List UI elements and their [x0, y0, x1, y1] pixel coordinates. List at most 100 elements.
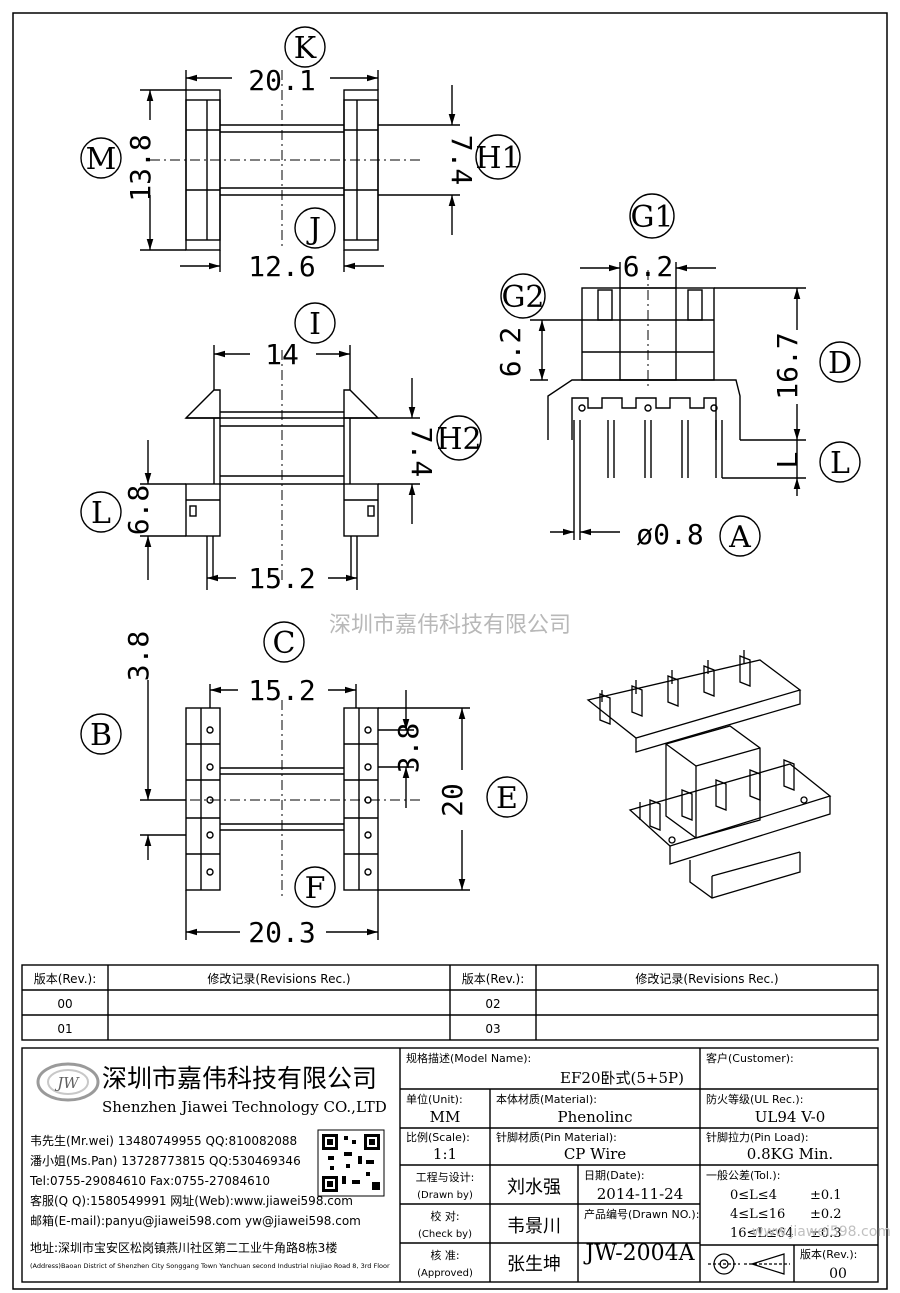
dim-top-height: 13.8	[124, 134, 157, 201]
sheet-border	[12, 12, 888, 1290]
svg-text:H1: H1	[475, 141, 520, 176]
svg-text:B: B	[90, 718, 112, 753]
tol-value-0: ±0.1	[810, 1188, 842, 1203]
svg-text:A: A	[728, 520, 751, 555]
tol-range-0: 0≤L≤4	[730, 1188, 777, 1203]
svg-text:D: D	[828, 346, 852, 381]
revision-table: 版本(Rev.): 修改记录(Revisions Rec.) 版本(Rev.):…	[21, 964, 879, 1041]
ul-value: UL94 V-0	[755, 1108, 826, 1126]
drawn-value: 刘水强	[507, 1177, 561, 1198]
callout-H1: H1	[475, 134, 521, 180]
unit-value: MM	[430, 1108, 461, 1126]
company-logo: JW	[36, 1062, 100, 1102]
callout-L-front: L	[80, 491, 122, 533]
tol-value-2: ±0.3	[810, 1226, 842, 1241]
contact-wei: 韦先生(Mr.wei) 13480749955 QQ:810082088	[30, 1134, 297, 1148]
pin-material-value: CP Wire	[564, 1145, 626, 1163]
rev-right-0: 02	[485, 997, 500, 1011]
company-name-en: Shenzhen Jiawei Technology CO.,LTD	[102, 1098, 387, 1116]
svg-text:J: J	[306, 212, 321, 247]
pin-load-label: 针脚拉力(Pin Load):	[706, 1130, 809, 1144]
callout-B: B	[80, 713, 122, 755]
isometric-view	[586, 650, 832, 899]
ul-label: 防火等级(UL Rec.):	[706, 1092, 803, 1106]
callout-C: C	[263, 621, 305, 663]
svg-text:G2: G2	[501, 280, 544, 315]
projection-symbol-icon	[708, 1253, 790, 1275]
drawn-no-value: JW-2004A	[583, 1241, 695, 1266]
drawn-no-label: 产品编号(Drawn NO.):	[584, 1207, 699, 1221]
rev-right-1: 03	[485, 1022, 500, 1036]
svg-text:L: L	[91, 496, 111, 531]
tol-range-1: 4≤L≤16	[730, 1207, 785, 1222]
material-value: Phenolinc	[558, 1108, 633, 1126]
check-value: 韦景川	[507, 1216, 561, 1237]
pin-material-label: 针脚材质(Pin Material):	[496, 1130, 617, 1144]
rev-left-1: 01	[57, 1022, 72, 1036]
dim-top-bottom: 12.6	[248, 250, 315, 283]
callout-H2: H2	[436, 415, 482, 461]
callout-F: F	[294, 866, 336, 908]
contact-qq: 客服(Q Q):1580549991 网址(Web):www.jiawei598…	[30, 1193, 353, 1208]
svg-text:F: F	[305, 871, 326, 906]
rev-header-left: 版本(Rev.):	[34, 972, 97, 986]
drawn-label-cn: 工程与设计:	[416, 1171, 475, 1184]
model-value: EF20卧式(5+5P)	[560, 1069, 684, 1087]
contact-email: 邮箱(E-mail):panyu@jiawei598.com yw@jiawei…	[30, 1213, 361, 1228]
footer-url: www.jiawei598.com	[752, 1224, 891, 1240]
svg-text:E: E	[496, 781, 518, 816]
date-label: 日期(Date):	[584, 1169, 645, 1182]
callout-G1: G1	[629, 193, 675, 239]
approve-label-cn: 核 准:	[430, 1248, 459, 1262]
dim-top-width: 20.1	[248, 64, 315, 97]
callouts: K M H1 J G1 G2 D L A I H2 L C B E F	[80, 26, 861, 908]
check-label-en: (Check by)	[418, 1229, 472, 1240]
front-view	[140, 345, 420, 590]
callout-A: A	[719, 515, 761, 557]
drawn-label-en: (Drawn by)	[417, 1190, 473, 1201]
callout-J: J	[294, 207, 336, 249]
top-view	[140, 70, 460, 272]
rev-label: 版本(Rev.):	[800, 1247, 857, 1261]
dim-front-top: 14	[265, 338, 299, 371]
dim-bot-pitch-right: 3.8	[392, 723, 425, 774]
scale-label: 比例(Scale):	[406, 1130, 470, 1144]
dim-side-height-right: 16.7	[771, 332, 804, 399]
svg-text:M: M	[86, 142, 117, 177]
dim-side-height-left: 6.2	[494, 327, 527, 378]
svg-text:H2: H2	[436, 422, 481, 457]
callout-M: M	[80, 137, 122, 179]
date-value: 2014-11-24	[597, 1185, 683, 1203]
dim-side-top: 6.2	[623, 250, 674, 283]
address-en: (Address)Baoan District of Shenzhen City…	[30, 1262, 390, 1270]
dim-bot-pitch-left: 3.8	[122, 631, 155, 682]
bottom-view	[140, 680, 470, 940]
svg-text:I: I	[309, 307, 321, 342]
tol-label: 一般公差(Tol.):	[706, 1168, 780, 1182]
rev-value: 00	[829, 1266, 847, 1282]
watermark-text: 深圳市嘉伟科技有限公司	[329, 613, 571, 638]
pin-load-value: 0.8KG Min.	[747, 1145, 833, 1163]
dim-bot-height: 20	[436, 783, 469, 817]
approve-label-en: (Approved)	[417, 1268, 473, 1279]
dim-front-pin-span: 15.2	[248, 562, 315, 595]
rec-header-right: 修改记录(Revisions Rec.)	[635, 971, 778, 986]
side-view	[530, 262, 806, 540]
model-label: 规格描述(Model Name):	[406, 1051, 531, 1065]
dim-bot-top: 15.2	[248, 674, 315, 707]
callout-D: D	[819, 341, 861, 383]
contact-pan: 潘小姐(Ms.Pan) 13728773815 QQ:530469346	[30, 1154, 301, 1168]
dim-top-inner: 7.4	[445, 135, 478, 186]
rec-header-left: 修改记录(Revisions Rec.)	[207, 971, 350, 986]
callout-K: K	[284, 26, 326, 68]
check-label-cn: 校 对:	[430, 1209, 459, 1223]
svg-text:L: L	[830, 446, 850, 481]
svg-text:G1: G1	[630, 200, 673, 235]
scale-value: 1:1	[433, 1145, 457, 1163]
svg-text:K: K	[294, 31, 317, 66]
company-name-cn: 深圳市嘉伟科技有限公司	[102, 1064, 377, 1093]
callout-E: E	[486, 776, 528, 818]
rev-header-right: 版本(Rev.):	[462, 972, 525, 986]
tol-value-1: ±0.2	[810, 1207, 842, 1222]
